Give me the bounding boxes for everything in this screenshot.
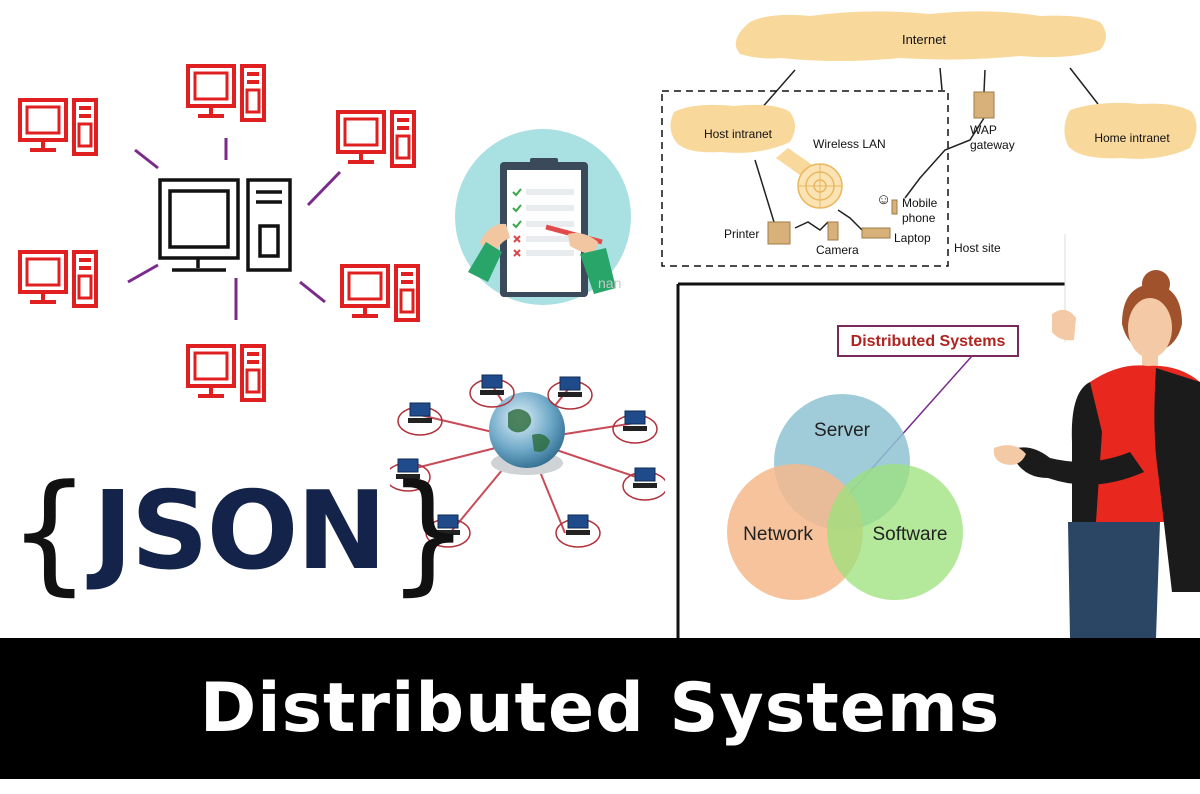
printer-label: Printer (724, 227, 759, 241)
presenter-illustration (993, 234, 1200, 638)
computer-node-icon (547, 376, 593, 410)
wap-label-line2: gateway (970, 138, 1015, 152)
computer-icon (186, 344, 266, 402)
wap-label-line1: WAP (970, 123, 997, 137)
mobile-phone-label-line1: Mobile (902, 196, 938, 210)
camera-label: Camera (816, 243, 859, 257)
intranet-network-map: Internet Host intranet Home intranet Wir… (661, 11, 1197, 267)
home-intranet-label: Home intranet (1094, 131, 1170, 145)
central-computer-icon (158, 178, 292, 272)
wireless-lan-label: Wireless LAN (813, 137, 886, 151)
wireless-lan-icon (797, 163, 843, 209)
title-banner: Distributed Systems (0, 638, 1200, 779)
computer-icon (186, 64, 266, 122)
host-site-boundary (661, 90, 949, 267)
mobile-phone-label-line2: phone (902, 211, 936, 225)
globe-icon (489, 392, 565, 468)
venn-title: Distributed Systems (851, 333, 1006, 350)
camera-icon (827, 221, 839, 241)
checklist-watermark: nan (598, 275, 621, 291)
json-open-brace: { (8, 456, 91, 608)
venn-label-server: Server (814, 420, 871, 441)
venn-circle-network (727, 464, 863, 600)
computer-node-icon (469, 374, 515, 408)
venn-presentation-board: Distributed Systems Server Network Softw… (676, 234, 1200, 638)
banner-title: Distributed Systems (199, 669, 1001, 748)
json-word: JSON (92, 469, 387, 594)
venn-title-box (837, 325, 1019, 357)
host-intranet-label: Host intranet (704, 127, 773, 141)
json-close-brace: } (386, 456, 470, 608)
computer-icon (18, 98, 98, 156)
computer-icon (18, 250, 98, 308)
star-network-diagram (18, 64, 420, 402)
computer-icon (336, 110, 416, 168)
internet-cloud (735, 11, 1106, 61)
internet-label: Internet (902, 32, 946, 47)
mobile-phone-icon (891, 199, 898, 215)
venn-label-software: Software (873, 524, 948, 545)
computer-node-icon (555, 514, 601, 548)
wap-gateway-icon (973, 91, 995, 119)
computer-node-icon (622, 467, 665, 501)
checklist-illustration: nan (455, 129, 631, 305)
printer-icon (767, 221, 791, 245)
laptop-icon (861, 227, 891, 239)
home-intranet-cloud (1064, 102, 1197, 159)
host-intranet-cloud (670, 104, 795, 153)
json-logo: { JSON } (8, 456, 470, 608)
globe-network-illustration (390, 374, 665, 548)
computer-node-icon (612, 410, 658, 444)
venn-label-network: Network (743, 524, 813, 545)
host-site-label: Host site (954, 241, 1001, 255)
footer-strip (0, 779, 1200, 794)
computer-icon (340, 264, 420, 322)
person-icon: ☺ (876, 191, 891, 208)
laptop-label: Laptop (894, 231, 931, 245)
venn-circle-software (827, 464, 963, 600)
